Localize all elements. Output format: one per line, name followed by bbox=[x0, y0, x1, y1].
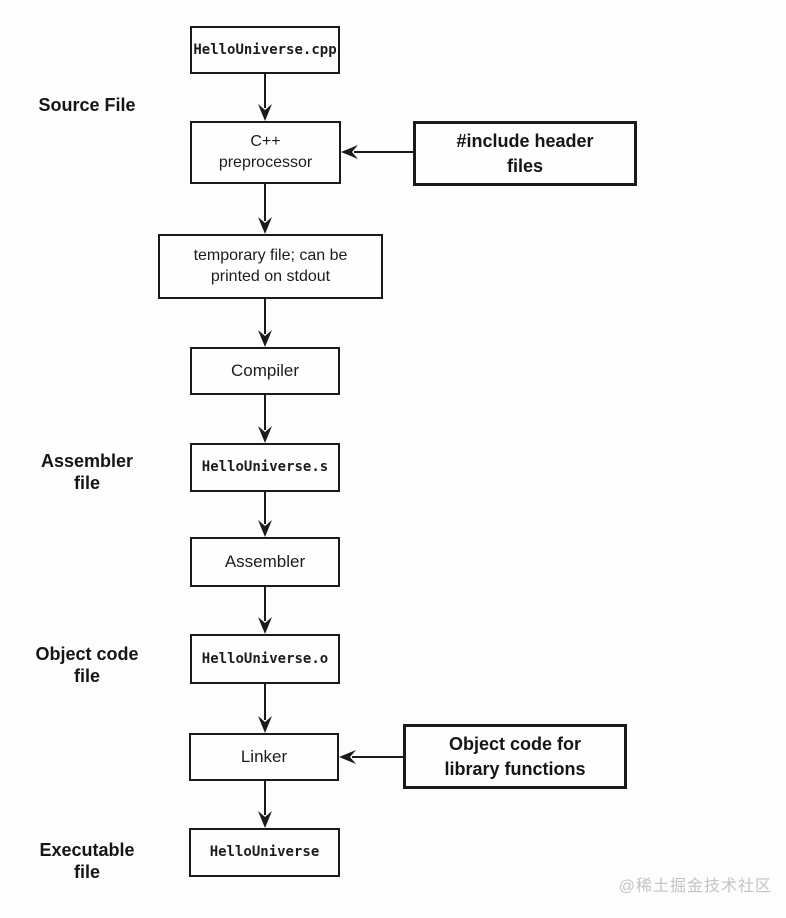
node-executable-box: HelloUniverse bbox=[189, 828, 340, 877]
node-object-file-box: HelloUniverse.o bbox=[190, 634, 340, 684]
arrow-left-icon bbox=[339, 750, 403, 764]
node-linker: Linker bbox=[189, 733, 339, 781]
arrow-down-icon bbox=[258, 684, 272, 733]
callout-include-headers: #include header files bbox=[413, 121, 637, 186]
callout-library-objects: Object code for library functions bbox=[403, 724, 627, 789]
arrow-down-icon bbox=[258, 395, 272, 443]
arrow-down-icon bbox=[258, 74, 272, 121]
node-assembler: Assembler bbox=[190, 537, 340, 587]
node-compiler: Compiler bbox=[190, 347, 340, 395]
arrow-down-icon bbox=[258, 492, 272, 537]
node-cpp-preprocessor: C++ preprocessor bbox=[190, 121, 341, 184]
label-source-file: Source File bbox=[38, 95, 136, 115]
node-assembly-file-box: HelloUniverse.s bbox=[190, 443, 340, 492]
node-temporary-file: temporary file; can be printed on stdout bbox=[158, 234, 383, 299]
arrow-down-icon bbox=[258, 184, 272, 234]
label-object-code-file: Object code file bbox=[35, 644, 139, 686]
arrow-down-icon bbox=[258, 781, 272, 828]
arrow-left-icon bbox=[341, 145, 413, 159]
node-source-file-box: HelloUniverse.cpp bbox=[190, 26, 340, 74]
arrow-down-icon bbox=[258, 299, 272, 347]
label-assembler-file: Assembler file bbox=[40, 451, 134, 493]
label-executable-file: Executable file bbox=[39, 840, 135, 882]
arrow-down-icon bbox=[258, 587, 272, 634]
watermark-text: @稀土掘金技术社区 bbox=[618, 878, 772, 895]
